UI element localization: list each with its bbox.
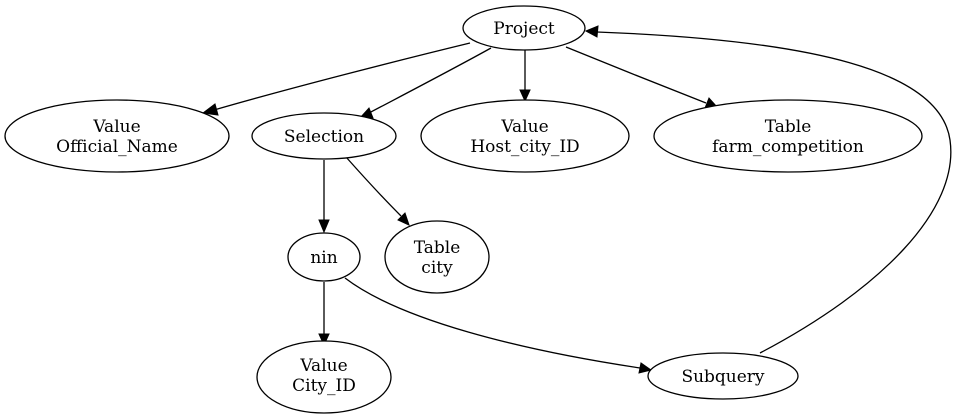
edge-nin-subquery [344,277,653,374]
node-nin: nin [287,232,361,282]
node-table-city: Table city [384,220,490,294]
node-subquery: Subquery [647,352,799,400]
svg-text:City_ID: City_ID [292,376,356,396]
svg-text:nin: nin [310,248,337,268]
svg-text:Selection: Selection [284,127,364,147]
node-project: Project [462,5,586,51]
edge-project-value-official-name [201,42,471,116]
edge-project-table-farm-competition [565,46,719,109]
edge-selection-table-city [345,156,410,226]
svg-text:Table: Table [765,117,812,137]
svg-text:city: city [421,258,453,278]
svg-text:Value: Value [92,117,140,137]
svg-text:Value: Value [299,356,347,376]
svg-text:Official_Name: Official_Name [56,137,178,157]
node-selection: Selection [251,112,397,160]
svg-text:Host_city_ID: Host_city_ID [470,137,579,157]
edge-project-value-host-city-id [519,50,531,103]
node-value-host-city-id: Value Host_city_ID [420,99,630,173]
svg-text:Value: Value [500,117,548,137]
edge-selection-nin [318,160,330,234]
svg-text:Subquery: Subquery [681,367,764,387]
edge-subquery-project [584,25,952,354]
svg-text:Project: Project [493,19,555,39]
node-value-city-id: Value City_ID [256,340,392,414]
node-table-farm-competition: Table farm_competition [653,99,923,173]
edge-nin-value-city-id [318,282,330,347]
svg-text:farm_competition: farm_competition [712,137,864,157]
node-value-official-name: Value Official_Name [4,99,230,173]
svg-text:Table: Table [414,238,461,258]
